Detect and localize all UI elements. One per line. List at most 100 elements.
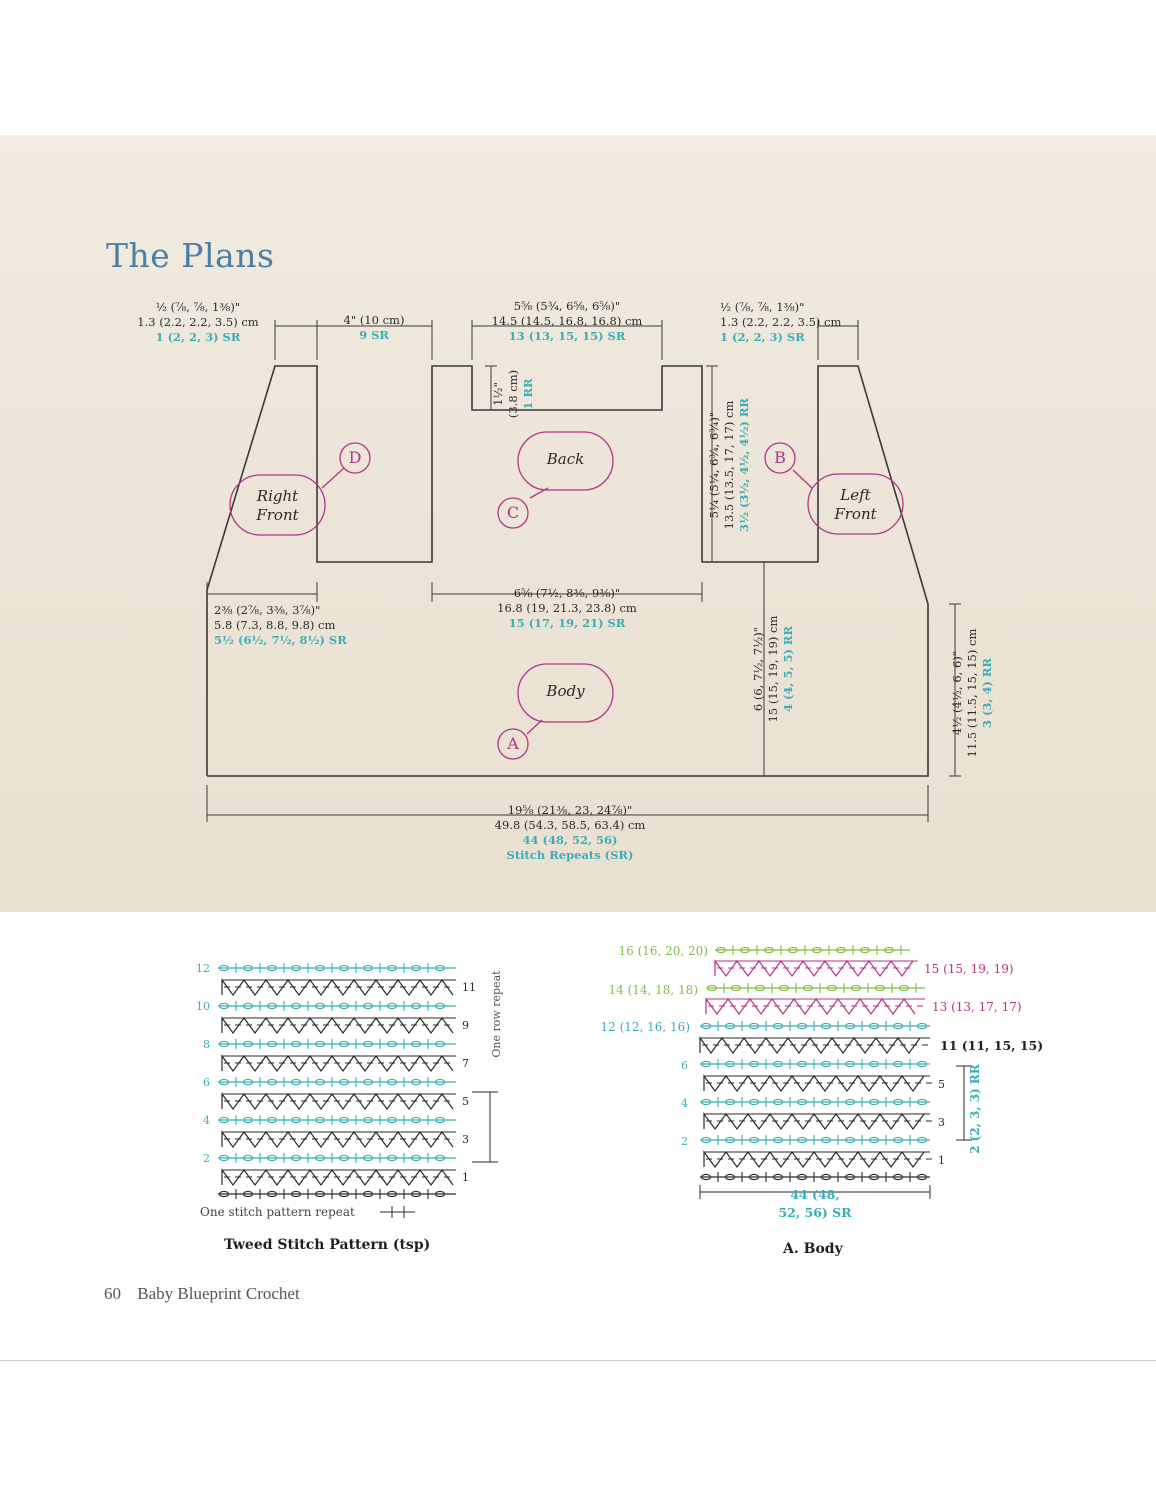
- top-left-in: ½ (⅞, ⅞, 1⅜)": [155, 300, 241, 314]
- tsp-chain-row-chain-oval: [434, 1116, 446, 1124]
- body-foundation-chain-oval: [724, 1173, 736, 1181]
- body-row-3: 3: [938, 1116, 945, 1129]
- tsp-chain-row-chain-oval: [242, 964, 254, 972]
- body-teal-row-chain-oval: [868, 1022, 880, 1030]
- body-green-row-chain-oval: [754, 984, 766, 992]
- tsp-chain-row-chain-oval: [338, 964, 350, 972]
- body-dc-row-zigzag: [699, 1036, 921, 1055]
- tsp-chain-row-chain-oval: [218, 1116, 230, 1124]
- body-teal-row-chain-oval: [700, 1022, 712, 1030]
- tsp-row-4: 4: [203, 1114, 210, 1127]
- body-chain-row-chain-oval: [724, 1098, 736, 1106]
- body-teal-row-chain-oval: [772, 1022, 784, 1030]
- armhole-in: 4" (10 cm): [343, 313, 405, 327]
- tsp-chain-row-chain-oval: [362, 1040, 374, 1048]
- body-foundation-chain-oval: [868, 1173, 880, 1181]
- right-front-label: Right Front: [230, 487, 325, 525]
- body-row-1: 1: [938, 1154, 945, 1167]
- tsp-chain-row-chain-oval: [218, 1002, 230, 1010]
- back-neck-sr: 13 (13, 15, 15) SR: [508, 329, 626, 343]
- tsp-chain-row-chain-oval: [290, 1002, 302, 1010]
- book-title: Baby Blueprint Crochet: [137, 1284, 300, 1303]
- body-teal-row-chain-oval: [892, 1022, 904, 1030]
- body-foundation-chain-oval: [772, 1173, 784, 1181]
- body-green-row-chain-oval: [850, 984, 862, 992]
- tsp-chain-row-chain-oval: [314, 1078, 326, 1086]
- tsp-foundation-chain-oval: [290, 1190, 302, 1198]
- tsp-row-5: 5: [462, 1095, 469, 1108]
- tsp-foundation-chain-oval: [410, 1190, 422, 1198]
- top-left-measurement: ½ (⅞, ⅞, 1⅜)" 1.3 (2.2, 2.2, 3.5) cm 1 (…: [118, 300, 278, 345]
- tsp-foundation-chain-oval: [314, 1190, 326, 1198]
- top-right-in: ½ (⅞, ⅞, 1⅜)": [720, 300, 805, 314]
- tsp-chain-row-chain-oval: [362, 1116, 374, 1124]
- body-oval: [517, 663, 614, 723]
- tsp-chain-row-chain-oval: [338, 1154, 350, 1162]
- tsp-chain-row-chain-oval: [362, 1154, 374, 1162]
- tsp-chain-row-chain-oval: [362, 1078, 374, 1086]
- back-oval: [517, 431, 614, 491]
- body-chain-row-chain-oval: [868, 1136, 880, 1144]
- tsp-chain-row-chain-oval: [266, 1002, 278, 1010]
- tsp-row-7: 7: [462, 1057, 469, 1070]
- tsp-foundation-chain-oval: [338, 1190, 350, 1198]
- tsp-chain-row-chain-oval: [338, 1116, 350, 1124]
- tsp-chain-row-chain-oval: [410, 1040, 422, 1048]
- body-chain-row-chain-oval: [844, 1136, 856, 1144]
- tsp-chain-row-chain-oval: [386, 964, 398, 972]
- tsp-chain-row-chain-oval: [242, 1078, 254, 1086]
- marker-d-circle: [339, 442, 371, 474]
- armhole-sr: 9 SR: [359, 328, 389, 342]
- tsp-chain-row-chain-oval: [314, 964, 326, 972]
- tsp-row-10: 10: [196, 1000, 210, 1013]
- body-chain-row-chain-oval: [724, 1136, 736, 1144]
- front-bottom-sr: 5½ (6½, 7½, 8½) SR: [214, 633, 347, 647]
- tsp-chain-row-chain-oval: [434, 1154, 446, 1162]
- tsp-foundation-chain-oval: [242, 1190, 254, 1198]
- body-teal-row-chain-oval: [796, 1022, 808, 1030]
- back-width-sr: 15 (17, 19, 21) SR: [508, 616, 626, 630]
- page-title: The Plans: [106, 236, 275, 275]
- body-width-in: 19⅝ (21⅜, 23, 24⅞)": [507, 803, 633, 817]
- body-chain-row-chain-oval: [748, 1098, 760, 1106]
- marker-d: D: [348, 448, 362, 467]
- body-foundation-chain-oval: [844, 1173, 856, 1181]
- body-chain-row-chain-oval: [700, 1136, 712, 1144]
- body-foundation-chain-oval: [916, 1173, 928, 1181]
- marker-c: C: [506, 503, 520, 522]
- marker-a-circle: [497, 728, 529, 760]
- tsp-chain-row-chain-oval: [314, 1116, 326, 1124]
- body-green-row-chain-oval: [778, 984, 790, 992]
- tsp-chain-row-chain-oval: [386, 1078, 398, 1086]
- body-chain-row-chain-oval: [868, 1060, 880, 1068]
- tsp-chain-row-chain-oval: [338, 1002, 350, 1010]
- tsp-row-3: 3: [462, 1133, 469, 1146]
- tsp-chain-row-chain-oval: [386, 1040, 398, 1048]
- tsp-row-12: 12: [196, 962, 210, 975]
- body-green-row-chain-oval: [883, 946, 895, 954]
- body-chain-row-chain-oval: [772, 1136, 784, 1144]
- marker-a: A: [507, 734, 519, 753]
- body-row-repeat: 2 (2, 3, 3) RR: [968, 1059, 1002, 1159]
- body-chain-row-chain-oval: [892, 1136, 904, 1144]
- body-caption: A. Body: [783, 1241, 843, 1257]
- tsp-chain-row-chain-oval: [290, 964, 302, 972]
- tsp-chain-row-chain-oval: [266, 1078, 278, 1086]
- tsp-chain-row-chain-oval: [434, 964, 446, 972]
- body-width-cm: 49.8 (54.3, 58.5, 63.4) cm: [494, 818, 646, 832]
- tsp-chain-row-chain-oval: [266, 1040, 278, 1048]
- body-foundation-chain-oval: [820, 1173, 832, 1181]
- body-width-measurement: 19⅝ (21⅜, 23, 24⅞)" 49.8 (54.3, 58.5, 63…: [470, 803, 670, 863]
- left-front-line-2: Front: [834, 505, 877, 523]
- body-chain-row-chain-oval: [916, 1060, 928, 1068]
- marker-b: B: [774, 448, 786, 467]
- body-chain-row-chain-oval: [748, 1060, 760, 1068]
- body-chain-row-chain-oval: [820, 1060, 832, 1068]
- tsp-chain-row-chain-oval: [314, 1002, 326, 1010]
- body-row-13: 13 (13, 17, 17): [932, 1000, 1022, 1014]
- back-width-in: 6⅝ (7½, 8⅜, 9⅜)": [513, 586, 621, 600]
- tsp-chain-row-chain-oval: [218, 1154, 230, 1162]
- tsp-chain-row-chain-oval: [362, 964, 374, 972]
- body-green-row-chain-oval: [787, 946, 799, 954]
- body-chain-row-chain-oval: [796, 1098, 808, 1106]
